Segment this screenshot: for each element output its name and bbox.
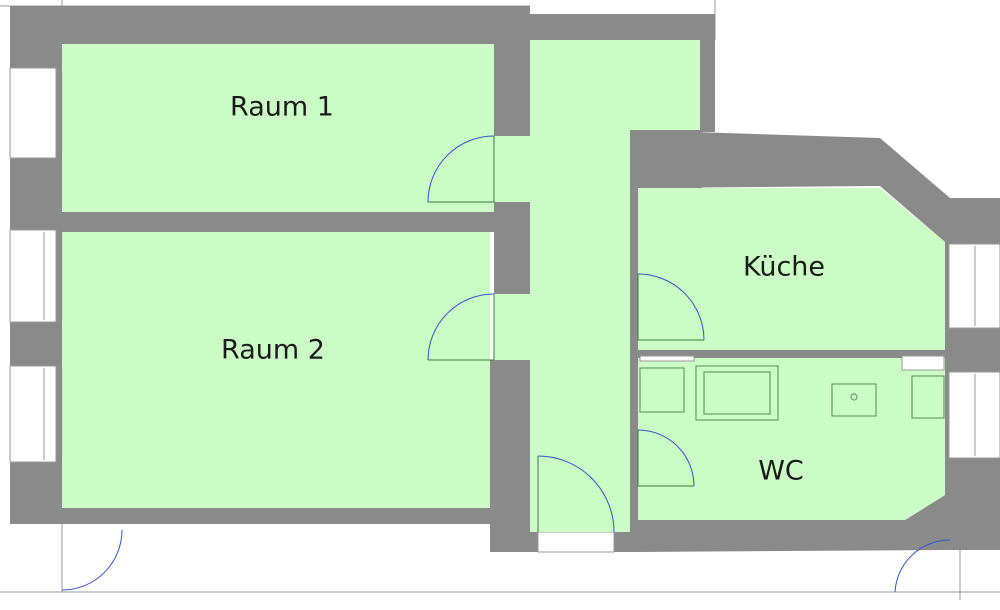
wall-left-thin-b [56,230,62,322]
room-corridor-top [530,40,700,130]
wall-kitchen-left [630,188,638,550]
bathtub [695,365,779,421]
label-wc: WC [758,456,804,487]
shelf-kueche-wc [639,355,695,362]
wall-left-1 [10,6,62,68]
opening-raum1 [494,136,530,202]
wall-raum1-raum2 [62,212,532,232]
corridor-door-threshold [537,531,615,553]
room-raum2 [62,232,490,508]
room-labels: Raum 1 Raum 2 Küche WC [221,92,825,487]
room-wc [638,358,945,520]
wall-right-1 [945,198,1000,244]
wall-right-thin-a [945,244,949,328]
door-wc-swing [637,429,695,487]
wall-right-3 [945,458,1000,550]
door-raum2-swing [427,293,495,361]
wall-right-thin-b [945,372,949,458]
washing-machine [639,367,685,413]
window-left-3 [9,365,57,463]
sink [831,383,877,417]
door-outside-left-swing [61,529,123,591]
wall-corridor-left-2 [494,202,530,294]
wall-top-corridor [530,14,715,40]
wall-bottom [10,508,490,524]
wall-kitchen-top [630,130,950,242]
window-left-1 [9,67,57,159]
fixtures [639,355,945,421]
wall-top [10,6,530,44]
bathtub-inner [703,371,771,415]
wall-corridor-left-3 [490,360,530,552]
room-raum1 [62,44,494,212]
wall-left-thin-a [56,68,62,158]
label-raum1: Raum 1 [230,92,334,123]
wall-kitchen-upper-left [630,130,702,188]
wall-left-2 [10,158,62,230]
wall-corridor-left-1 [494,40,530,136]
toilet [911,375,945,419]
opening-raum2 [494,294,530,360]
wall-kueche-wc [638,350,948,358]
room-kueche [638,188,945,350]
door-raum1-swing [427,135,495,203]
window-left-2 [9,229,57,323]
doors [61,135,951,593]
walls [10,6,1000,553]
sink-drain [850,393,858,401]
label-raum2: Raum 2 [221,335,325,366]
door-entrance-swing [537,455,615,533]
wall-wc-bottom [630,495,945,552]
door-outside-right-swing [894,539,951,593]
wall-left-3 [10,322,62,366]
toilet-tank [901,355,945,371]
windows [9,67,1000,463]
wall-corridor-right-top [700,14,715,132]
rooms [62,40,945,532]
label-kueche: Küche [743,252,825,283]
door-kueche-swing [637,273,705,341]
wall-left-thin-c [56,366,62,462]
wall-right-2 [945,328,1000,372]
